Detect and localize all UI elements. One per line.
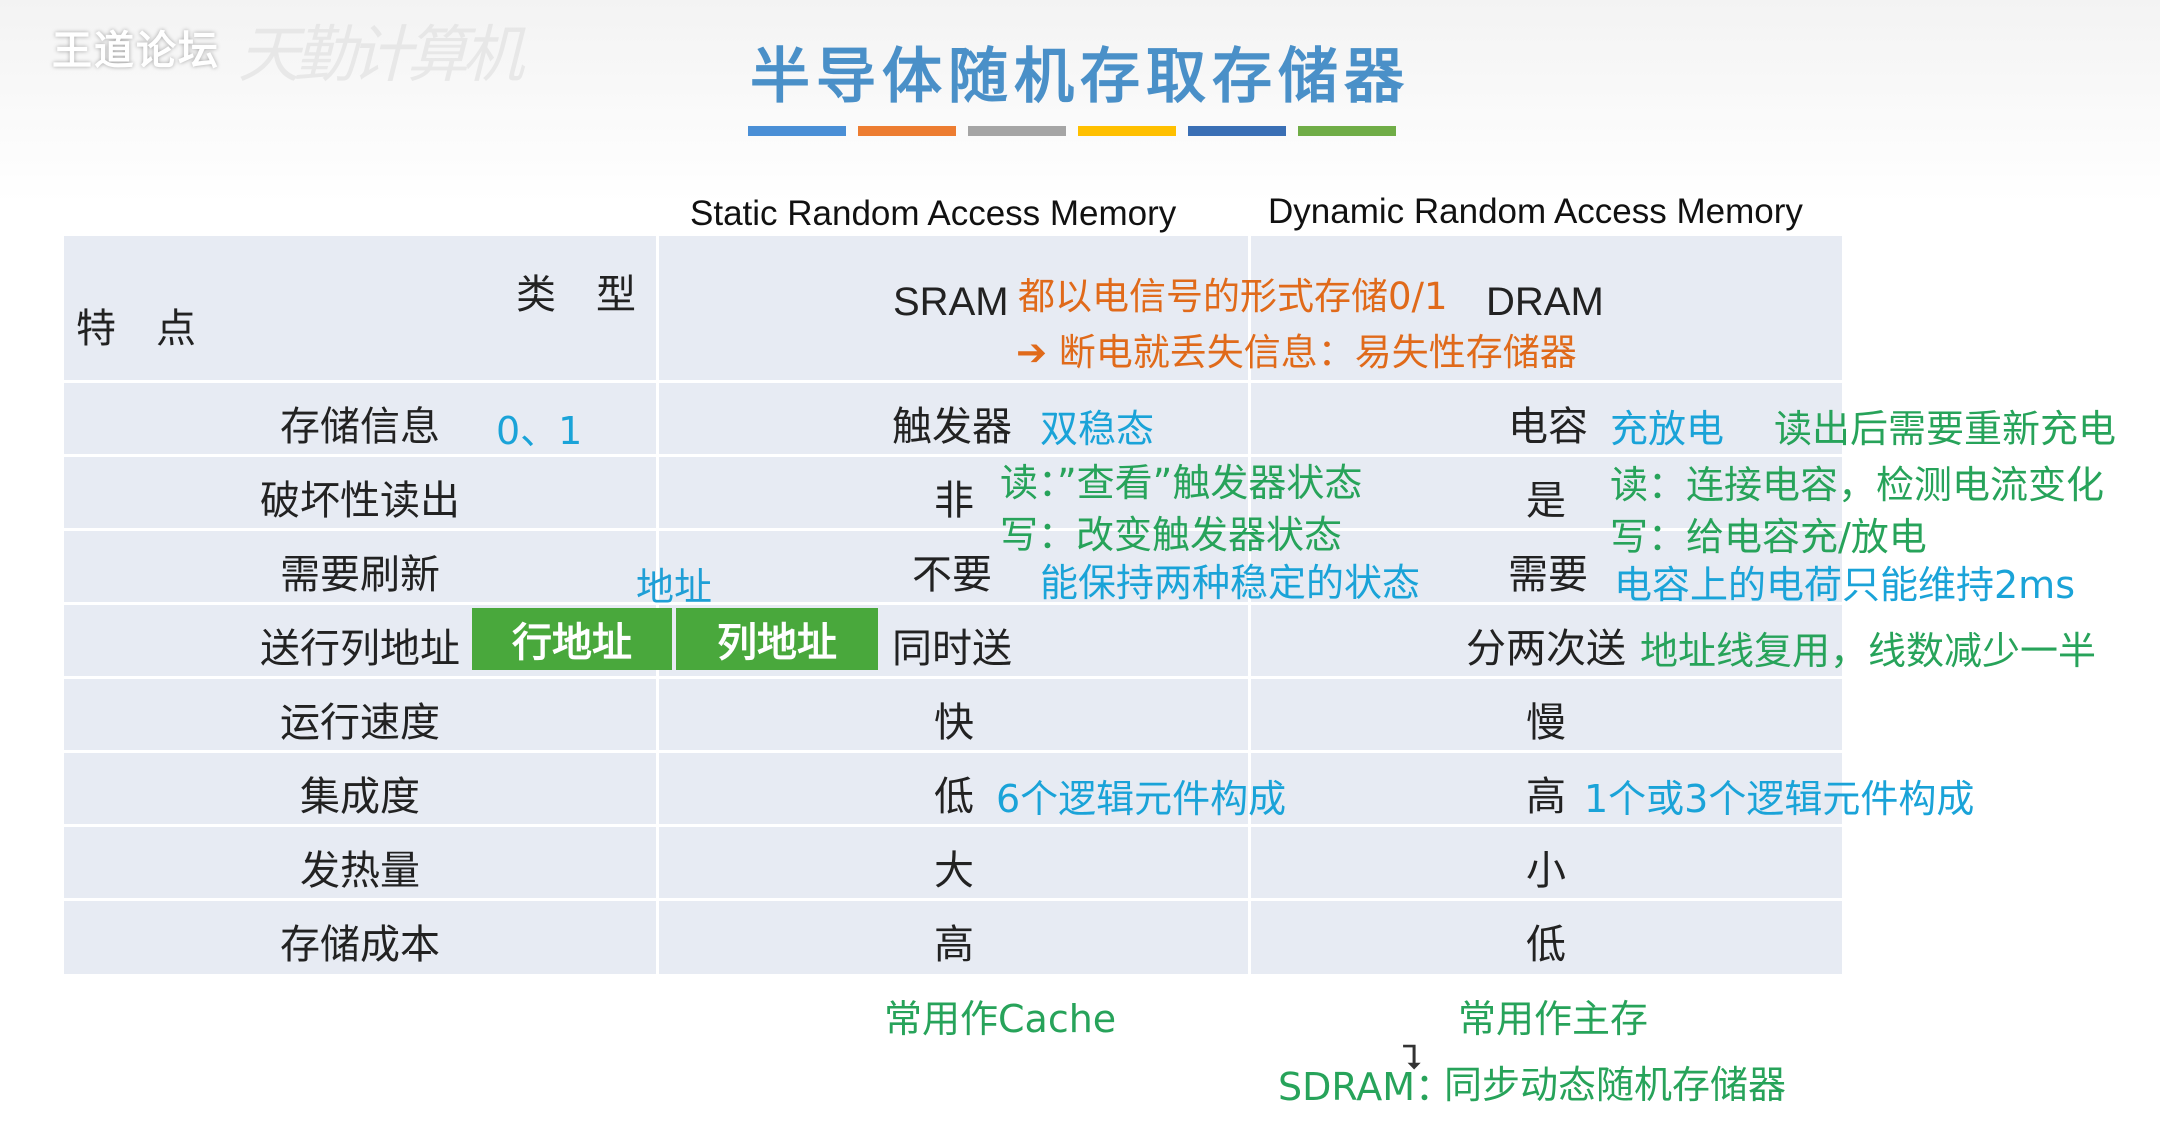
color-bar-3 [968, 126, 1066, 136]
table-row-divider [64, 676, 1842, 679]
color-bar-4 [1078, 126, 1176, 136]
feature-destructive-read: 破坏性读出 [260, 478, 460, 524]
type-label: 类 型 [516, 272, 636, 318]
sram-full-name: Static Random Access Memory [690, 194, 1177, 233]
table-row-divider [64, 898, 1842, 901]
dram-header: DRAM [1486, 280, 1604, 324]
feature-refresh: 需要刷新 [280, 552, 440, 598]
title-color-bars [748, 126, 1396, 136]
color-bar-5 [1188, 126, 1286, 136]
color-bar-6 [1298, 126, 1396, 136]
page-title: 半导体随机存取存储器 [750, 42, 1410, 112]
annotation-dram-keep: 电容上的电荷只能维持2ms [1614, 563, 2075, 607]
dram-refresh: 需要 [1508, 552, 1588, 598]
feature-address: 送行列地址 [260, 626, 460, 672]
dram-usage-note: 常用作主存 [1458, 997, 1649, 1041]
annotation-charge-discharge: 充放电 [1610, 407, 1725, 451]
annotation-sram-read: 读：”查看”触发器状态 [1000, 461, 1363, 505]
sram-refresh: 不要 [912, 552, 992, 598]
dram-heat: 小 [1526, 848, 1566, 894]
table-row-divider [64, 528, 1842, 531]
mouse-cursor-icon: ⮧ [1402, 1038, 1423, 1078]
dram-address: 分两次送 [1466, 626, 1626, 672]
table-row-divider [64, 824, 1842, 827]
watermark-logo: 王道论坛 [52, 28, 220, 74]
dram-speed: 慢 [1526, 700, 1566, 746]
annotation-dram-mux: 地址线复用，线数减少一半 [1640, 629, 2097, 673]
sram-storage: 触发器 [892, 404, 1012, 450]
row-address-box: 行地址 [472, 608, 672, 670]
annotation-dram-write: 写：给电容充/放电 [1610, 515, 1927, 559]
feature-storage: 存储信息 [280, 404, 440, 450]
dram-integration: 高 [1526, 774, 1566, 820]
table-row-divider [64, 750, 1842, 753]
annotation-sram-keep: 能保持两种稳定的状态 [1040, 561, 1421, 605]
watermark-signature: 天勤计算机 [238, 18, 524, 91]
address-label: 地址 [636, 565, 713, 609]
color-bar-2 [858, 126, 956, 136]
feature-cost: 存储成本 [280, 922, 440, 968]
dram-storage: 电容 [1508, 404, 1588, 450]
sdram-description: 同步动态随机存储器 [1444, 1063, 1787, 1107]
column-address-box: 列地址 [676, 608, 878, 670]
feature-heat: 发热量 [300, 848, 420, 894]
annotation-dram-parts: 1个或3个逻辑元件构成 [1584, 777, 1975, 821]
sdram-label: SDRAM： [1278, 1065, 1454, 1109]
dram-full-name: Dynamic Random Access Memory [1268, 192, 1803, 231]
feature-label: 特 点 [76, 306, 196, 352]
feature-speed: 运行速度 [280, 700, 440, 746]
sram-header: SRAM [893, 280, 1009, 324]
orange-note-line1: 都以电信号的形式存储0/1 [1018, 275, 1448, 318]
color-bar-1 [748, 126, 846, 136]
annotation-bistable: 双稳态 [1040, 407, 1155, 451]
orange-note-line2: ➔ 断电就丢失信息：易失性存储器 [1016, 331, 1577, 374]
table-row-divider [64, 380, 1842, 383]
comparison-table [64, 236, 1842, 974]
sram-cost: 高 [934, 922, 974, 968]
feature-integration: 集成度 [300, 774, 420, 820]
sram-address: 同时送 [892, 626, 1012, 672]
sram-integration: 低 [934, 774, 974, 820]
annotation-sram-write: 写：改变触发器状态 [1000, 513, 1343, 557]
sram-speed: 快 [934, 700, 974, 746]
table-col-divider [656, 236, 659, 974]
table-col-divider [1248, 236, 1251, 974]
sram-destructive-read: 非 [934, 478, 974, 524]
annotation-sram-parts: 6个逻辑元件构成 [996, 777, 1287, 821]
table-row-divider [64, 602, 1842, 605]
dram-cost: 低 [1526, 922, 1566, 968]
sram-heat: 大 [934, 848, 974, 894]
dram-destructive-read: 是 [1526, 478, 1566, 524]
annotation-zero-one: 0、1 [496, 409, 583, 453]
annotation-dram-read: 读：连接电容，检测电流变化 [1610, 463, 2105, 507]
table-row-divider [64, 454, 1842, 457]
sram-usage-note: 常用作Cache [884, 997, 1117, 1041]
annotation-dram-rewrite: 读出后需要重新充电 [1774, 407, 2117, 451]
